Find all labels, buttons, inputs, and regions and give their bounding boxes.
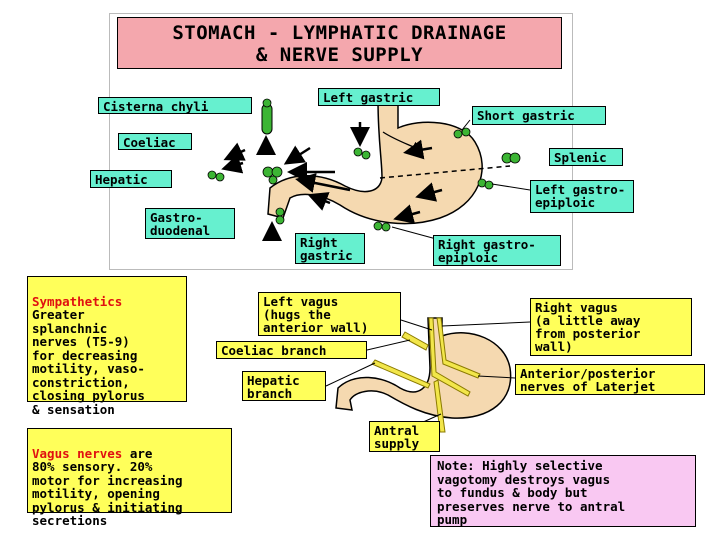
node-rge-2 (381, 222, 391, 232)
node-rge-1 (373, 221, 383, 231)
label-cisterna-chyli: Cisterna chyli (98, 97, 252, 114)
cisterna-chyli-vessel (261, 103, 273, 135)
label-short-gastric: Short gastric (472, 106, 606, 125)
sympathetics-box: Sympathetics Greater splanchnic nerves (… (27, 276, 187, 416)
vagus-body-first: are (122, 445, 153, 461)
node-left-gastric-2 (361, 150, 371, 160)
sympathetics-heading: Sympathetics (32, 293, 123, 309)
title-line-1: STOMACH - LYMPHATIC DRAINAGE (172, 22, 507, 44)
vagus-body: 80% sensory. 20% motor for increasing mo… (32, 459, 183, 528)
vagus-heading: Vagus nerves (32, 445, 123, 461)
label-gastroduodenal: Gastro- duodenal (145, 208, 235, 239)
label-splenic: Splenic (549, 148, 623, 166)
label-laterjet: Anterior/posterior nerves of Laterjet (515, 364, 705, 395)
node-short-gastric-2 (461, 127, 471, 137)
node-coeliac-3 (268, 175, 278, 185)
drainage-arrows (221, 122, 443, 241)
page-title: STOMACH - LYMPHATIC DRAINAGE & NERVE SUP… (117, 17, 562, 69)
label-right-gastroepiploic: Right gastro- epiploic (433, 235, 561, 266)
note-box: Note: Highly selective vagotomy destroys… (430, 455, 696, 527)
label-hepatic-branch: Hepatic branch (242, 371, 326, 401)
node-coeliac-2 (271, 166, 283, 178)
label-hepatic: Hepatic (90, 170, 172, 188)
node-coeliac-1 (262, 166, 274, 178)
top-leader-lines (391, 119, 531, 241)
title-line-2: & NERVE SUPPLY (255, 44, 424, 66)
node-cisterna (262, 98, 272, 108)
label-left-gastroepiploic: Left gastro- epiploic (530, 180, 634, 213)
label-left-gastric: Left gastric (318, 88, 440, 106)
vagus-nerves (371, 317, 481, 433)
lymph-nodes (207, 98, 521, 232)
node-gd-1 (275, 207, 285, 217)
label-coeliac: Coeliac (118, 133, 192, 150)
node-lge-2 (484, 180, 494, 190)
node-left-gastric-1 (353, 147, 363, 157)
sympathetics-body: Greater splanchnic nerves (T5-9) for dec… (32, 307, 145, 417)
node-hepatic-1 (207, 170, 217, 180)
label-right-gastric: Right gastric (295, 233, 365, 264)
node-gd-2 (275, 215, 285, 225)
node-short-gastric-1 (453, 129, 463, 139)
label-antral-supply: Antral supply (369, 421, 440, 452)
label-coeliac-branch: Coeliac branch (216, 341, 367, 359)
node-hepatic-2 (215, 172, 225, 182)
vagus-box: Vagus nerves are 80% sensory. 20% motor … (27, 428, 232, 527)
node-splenic-2 (509, 152, 521, 164)
label-left-vagus: Left vagus (hugs the anterior wall) (258, 292, 401, 336)
label-right-vagus: Right vagus (a little away from posterio… (530, 298, 692, 356)
